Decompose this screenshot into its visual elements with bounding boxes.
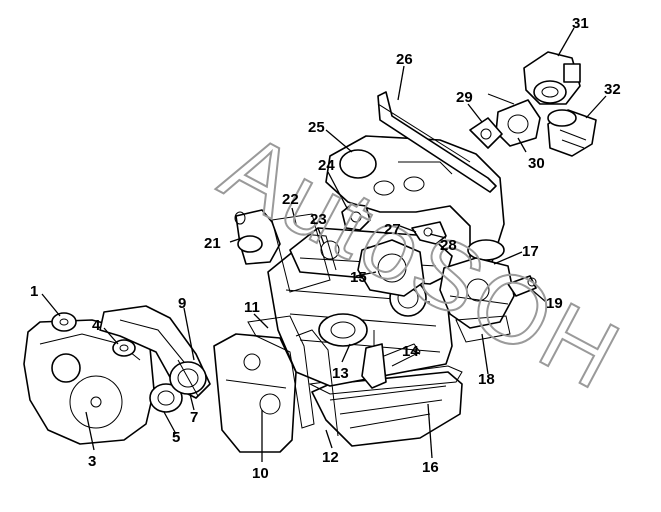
- fuel-rail-part: [377, 91, 497, 193]
- callout-24: 24: [318, 157, 335, 174]
- exhaust-gasket-part: [455, 315, 511, 343]
- callout-1: 1: [30, 283, 38, 300]
- callout-3: 3: [88, 453, 96, 470]
- sensor-part: [507, 275, 537, 297]
- callout-21: 21: [204, 235, 221, 252]
- tensioner-part: [51, 312, 77, 332]
- callout-30: 30: [528, 155, 545, 172]
- engine-block-part: [267, 245, 453, 387]
- exhaust-manifold-part: [439, 257, 515, 329]
- callout-18: 18: [478, 371, 495, 388]
- bracket-part: [411, 221, 447, 245]
- callout-23: 23: [310, 211, 327, 228]
- callout-5: 5: [172, 429, 180, 446]
- callout-16: 16: [422, 459, 439, 476]
- callout-14: 14: [402, 343, 419, 360]
- oil-pump-part: [361, 330, 387, 389]
- sump-gasket-part: [308, 365, 463, 395]
- rear-gasket-part: [247, 315, 315, 429]
- callout-32: 32: [604, 81, 621, 98]
- callout-26: 26: [396, 51, 413, 68]
- leader-lines: [41, 27, 607, 462]
- callout-28: 28: [440, 237, 457, 254]
- crank-pulley-part: [149, 383, 183, 413]
- callout-27: 27: [384, 221, 401, 238]
- callout-25: 25: [308, 119, 325, 136]
- sprocket-part: [169, 359, 207, 397]
- callout-17: 17: [522, 243, 539, 260]
- idler-pulley-part: [112, 339, 136, 357]
- callout-31: 31: [572, 15, 589, 32]
- callout-10: 10: [252, 465, 269, 482]
- callout-4: 4: [92, 317, 101, 334]
- water-pump-part: [357, 239, 425, 297]
- callout-19: 19: [546, 295, 563, 312]
- air-flow-meter-part: [523, 51, 581, 105]
- callout-13: 13: [332, 365, 349, 382]
- callout-labels: 1 3 4 5 7 9 10 11 12 13 14 15 16 17 18 1…: [30, 15, 621, 482]
- callout-29: 29: [456, 89, 473, 106]
- coolant-pipe-part: [234, 209, 281, 265]
- callout-11: 11: [244, 299, 260, 316]
- rear-cover-plate-part: [213, 333, 297, 453]
- oil-pipe-part: [383, 343, 421, 367]
- callout-9: 9: [178, 295, 186, 312]
- callout-7: 7: [190, 409, 198, 426]
- thermostat-housing-part: [341, 203, 371, 231]
- callout-22: 22: [282, 191, 299, 208]
- cover-gasket-part: [271, 213, 337, 293]
- callout-15: 15: [350, 269, 367, 286]
- callout-12: 12: [322, 449, 339, 466]
- oil-seal-strip-part: [295, 329, 339, 437]
- oil-filter-part: [547, 109, 597, 157]
